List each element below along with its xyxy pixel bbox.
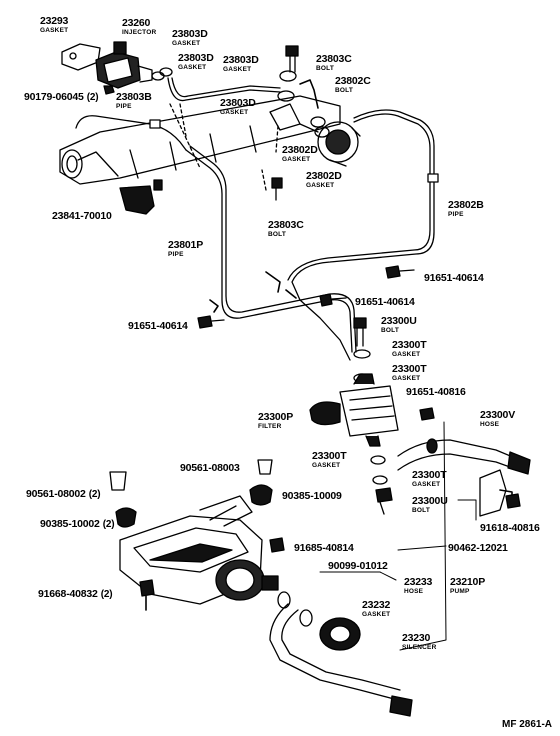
bolt-23802C [299,79,319,109]
code-90561-08003: 90561-08003 [180,462,240,474]
bracket-90462 [479,469,507,517]
grommet-90385-10002 [115,507,137,528]
gasket-23803D-b [159,67,173,77]
code-91651-40614-a: 91651-40614 [424,272,484,284]
code-90385-10002: 90385-10002(2) [40,518,115,530]
gasket-23802D-a [310,116,326,128]
fuel-filter-drawing [309,373,399,447]
bolt-23300U-upper [353,317,367,347]
bolt-23803C-lower [271,177,283,201]
pipe-23803B [167,77,281,102]
gasket-23803D-d [277,90,295,102]
code-90385-10009: 90385-10009 [282,490,342,502]
code-90561-08002: 90561-08002(2) [26,488,101,500]
code-91618-40816: 91618-40816 [480,522,540,534]
fuel-pump-drawing [119,495,279,605]
bolt-23300U-lower [375,487,393,515]
bolt-91651-d [419,407,435,421]
collar-90561-08003 [257,459,273,475]
code-90099-01012: 90099-01012 [328,560,388,572]
collar-90561-08002 [109,471,127,491]
code-90462-12021: 90462-12021 [448,542,508,554]
pressure-regulator-drawing [299,121,361,167]
bolt-23803C-top [285,45,299,73]
code-91651-40614-c: 91651-40614 [128,320,188,332]
gasket-23300T-a [353,349,371,359]
code-91668-40832: 91668-40832(2) [38,588,113,600]
pipe-clip [149,119,161,129]
gasket-23803D-c [279,70,297,82]
nut-90179 [103,85,115,95]
bolt-91685 [269,537,285,553]
code-91651-40816: 91651-40816 [406,386,466,398]
hose-23233 [269,603,399,701]
bolt-91651-b [319,293,333,307]
gasket-90099 [277,591,291,609]
bolt-91651-c [197,315,213,329]
pipe-clip-right [427,173,439,183]
code-91651-40614-b: 91651-40614 [355,296,415,308]
bolt-91651-a [385,265,401,279]
bolt-91618 [505,493,521,509]
intake-manifold-drawing [59,95,341,185]
code-90179-06045: 90179-06045(2) [24,91,99,103]
gasket-23802D-b [314,126,330,138]
injector-drawing [95,41,153,89]
pipe-23801P [185,149,353,353]
pipe-loop-upper [75,115,187,151]
code-23841-70010: 23841-70010 [52,210,112,222]
grommet-90385-10009 [249,484,273,506]
figure-reference-code: MF 2861-A [501,719,552,730]
gasket-23803D-a [151,71,165,81]
hose-23300V [397,439,521,461]
silencer-drawing [319,617,361,651]
code-91685-40814: 91685-40814 [294,542,354,554]
gasket-23300T-c [370,455,386,465]
gasket-23232 [299,609,313,627]
gasket-23300T-d [372,475,388,485]
bolt-91668 [139,579,155,597]
bracket-23841 [119,185,155,215]
gasket-23293-drawing [61,43,101,71]
pipe-23802B [291,109,435,361]
